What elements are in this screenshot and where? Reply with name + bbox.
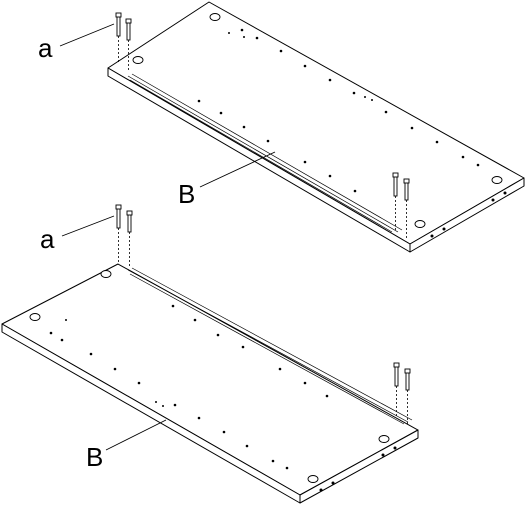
top-panel-label: B	[178, 179, 195, 209]
top-panel-cam-hole	[414, 220, 426, 228]
bottom-panel-cam-hole	[100, 270, 112, 278]
top-fitting-label: a	[38, 33, 53, 63]
bottom-panel-cam-hole	[378, 435, 390, 443]
bottom-panel-right-edge	[299, 429, 419, 504]
bottom-dowel-left-1	[115, 204, 122, 262]
top-panel	[107, 1, 525, 253]
top-dowel-left-2	[125, 18, 132, 70]
bottom-dowel-left-2	[126, 210, 133, 268]
bottom-panel-leader	[105, 419, 167, 451]
top-panel-cam-hole	[491, 176, 503, 184]
bottom-fitting-label: a	[40, 224, 55, 254]
top-panel-leader	[199, 151, 276, 188]
bottom-panel-face	[1, 263, 419, 496]
bottom-panel-cam-hole	[307, 475, 319, 483]
top-panel-face	[107, 1, 525, 245]
bottom-fittings	[115, 204, 411, 424]
bottom-panel-groove	[127, 269, 409, 423]
top-panel-right-edge	[409, 177, 525, 253]
top-panel-groove	[127, 75, 399, 233]
bottom-panel-cam-hole	[29, 313, 41, 321]
top-panel-dowel-holes	[197, 28, 507, 238]
top-fittings	[115, 12, 410, 238]
bottom-fitting-leader	[61, 215, 115, 237]
top-panel-cam-hole	[209, 13, 221, 21]
bottom-panel-dowel-holes	[49, 304, 397, 492]
top-panel-cam-hole	[132, 56, 144, 64]
bottom-dowel-right-1	[393, 362, 400, 418]
bottom-dowel-right-2	[404, 368, 411, 424]
top-dowel-left-1	[115, 12, 122, 64]
bottom-panel	[1, 263, 419, 504]
top-dowel-right-2	[403, 178, 410, 238]
top-fitting-leader	[59, 23, 115, 47]
bottom-panel-label: B	[86, 442, 103, 472]
top-dowel-right-1	[392, 172, 399, 232]
